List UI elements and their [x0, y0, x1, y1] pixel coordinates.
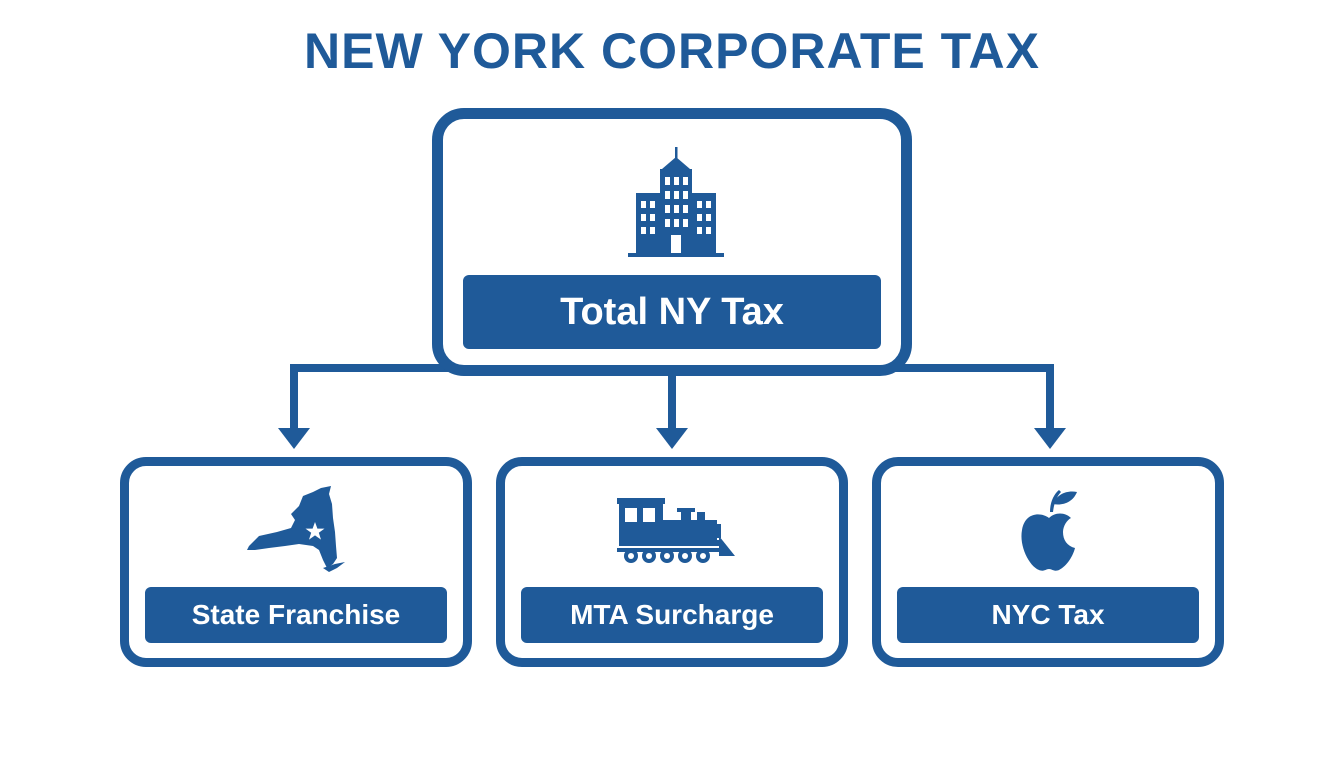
office-building-icon	[628, 147, 724, 263]
train-locomotive-icon	[617, 498, 737, 568]
diagram-title: NEW YORK CORPORATE TAX	[304, 23, 1040, 79]
nyc-tax-node: NYC Tax	[872, 457, 1224, 667]
arrowhead-mid	[656, 428, 688, 449]
total-ny-tax-label: Total NY Tax	[463, 275, 881, 349]
arrowhead-right	[1034, 428, 1066, 449]
arrowhead-left	[278, 428, 310, 449]
nyc-tax-label: NYC Tax	[897, 587, 1199, 643]
new-york-state-map-icon	[237, 484, 361, 582]
total-ny-tax-node: Total NY Tax	[432, 108, 912, 376]
mta-surcharge-label: MTA Surcharge	[521, 587, 823, 643]
apple-icon	[1019, 486, 1079, 576]
mta-surcharge-node: MTA Surcharge	[496, 457, 848, 667]
state-franchise-node: State Franchise	[120, 457, 472, 667]
state-franchise-label: State Franchise	[145, 587, 447, 643]
